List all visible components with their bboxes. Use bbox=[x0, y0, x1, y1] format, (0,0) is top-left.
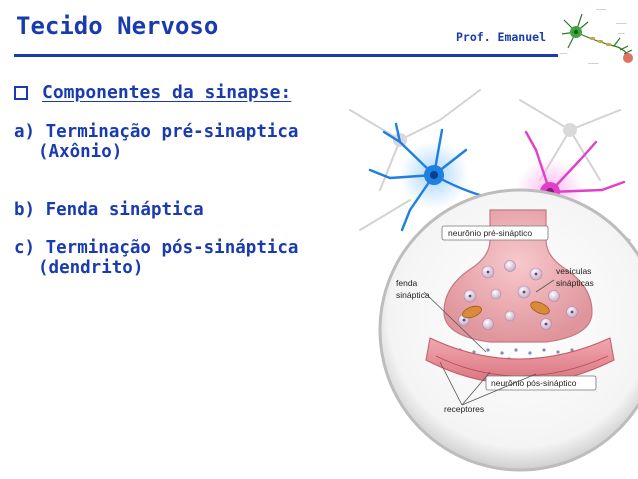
heading-text: Componentes da sinapse: bbox=[42, 82, 292, 103]
label-receptors: receptores bbox=[444, 404, 484, 414]
item-text: b) Fenda sináptica bbox=[14, 200, 204, 220]
svg-text:——: —— bbox=[560, 51, 568, 55]
label-cleft-2: sináptica bbox=[396, 290, 430, 300]
label-post-synaptic: neurônio pós-sináptico bbox=[491, 378, 577, 388]
label-vesicles-2: sinápticas bbox=[556, 278, 594, 288]
svg-text:——: —— bbox=[618, 31, 626, 35]
synapse-illustration: neurônio pré-sináptico fenda sináptica v… bbox=[349, 89, 638, 472]
author-name: Prof. Emanuel bbox=[456, 30, 547, 44]
svg-text:———: ——— bbox=[588, 61, 599, 65]
item-subtext: (dendrito) bbox=[38, 258, 144, 278]
page-title: Tecido Nervoso bbox=[16, 12, 219, 40]
title-divider bbox=[14, 54, 558, 57]
label-vesicles-1: vesículas bbox=[556, 266, 591, 276]
item-subtext: (Axônio) bbox=[38, 142, 123, 162]
list-item: b) Fenda sináptica bbox=[14, 200, 204, 220]
checkbox-bullet-icon bbox=[14, 85, 28, 100]
label-pre-synaptic: neurônio pré-sináptico bbox=[448, 228, 532, 238]
item-text: c) Terminação pós-sináptica bbox=[14, 238, 299, 258]
svg-text:———: ——— bbox=[616, 21, 627, 25]
item-text: a) Terminação pré-sinaptica bbox=[14, 122, 299, 142]
neuron-logo-icon: ——— ——— —— —— ——— bbox=[558, 2, 638, 70]
list-item: a) Terminação pré-sinaptica (Axônio) bbox=[14, 122, 298, 162]
list-item: c) Terminação pós-sináptica (dendrito) bbox=[14, 238, 298, 278]
label-cleft-1: fenda bbox=[396, 278, 418, 288]
section-heading: Componentes da sinapse: bbox=[14, 82, 291, 103]
svg-text:———: ——— bbox=[596, 7, 607, 11]
